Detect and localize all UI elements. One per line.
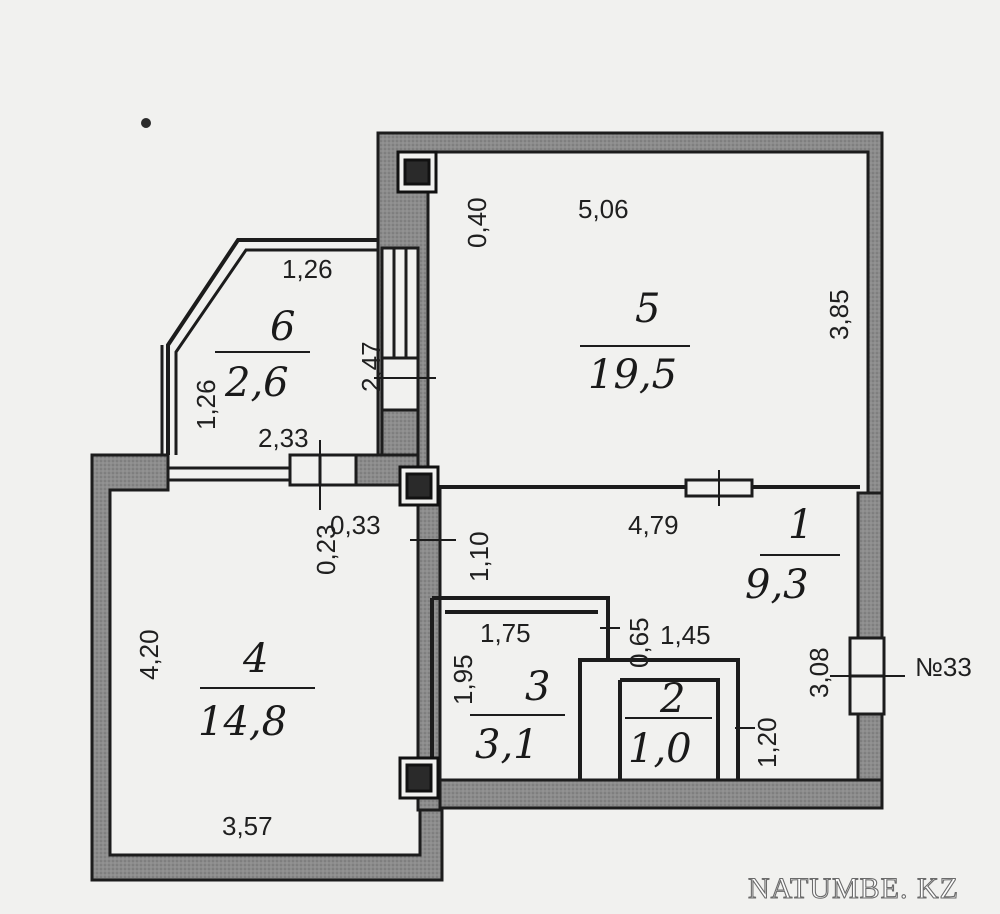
room1-number: 1: [788, 502, 813, 548]
dim-room6-left: 1,26: [191, 379, 221, 430]
room-labels: 5 19,5 6 2,6 4 14,8 1 9,3 3 3,1 2 1,0: [198, 286, 813, 772]
dim-room3-top: 1,75: [480, 618, 531, 648]
room4-top-opening: [288, 453, 358, 487]
dim-room1-right: 3,08: [804, 647, 834, 698]
dim-room3-left: 1,95: [448, 654, 478, 705]
room2-area: 1,0: [628, 726, 692, 772]
stray-dot: [141, 118, 151, 128]
watermark: NATUMBE. KZ: [748, 872, 959, 905]
dim-wc-gap: 0,65: [624, 617, 654, 668]
room5-wall: [376, 131, 884, 495]
dim-wc-top: 1,45: [660, 620, 711, 650]
room1-area: 9,3: [745, 562, 809, 608]
dim-room4-left: 4,20: [134, 629, 164, 680]
dim-room6-top: 1,26: [282, 254, 333, 284]
dim-corridor-width: 1,10: [464, 531, 494, 582]
room3-area: 3,1: [475, 722, 539, 768]
interior-walls: [160, 238, 860, 780]
room5-number: 5: [635, 286, 660, 332]
columns: [396, 150, 440, 800]
room6-number: 6: [270, 304, 295, 350]
dim-corridor-gap2: 0,33: [330, 510, 381, 540]
room6-window: [380, 246, 420, 457]
dim-room6-right: 2,47: [356, 341, 386, 392]
room6-area: 2,6: [224, 360, 289, 406]
dim-ticks: [200, 345, 840, 729]
entrance-door: [830, 636, 905, 716]
dim-room2-right: 1,20: [752, 717, 782, 768]
dim-corridor-gap: 0,23: [311, 524, 341, 575]
apartment-number: №33: [915, 652, 972, 682]
dim-room1-top: 4,79: [628, 510, 679, 540]
room5-area: 19,5: [588, 352, 677, 398]
dim-room5-top: 5,06: [578, 194, 629, 224]
dim-room5-left: 0,40: [462, 197, 492, 248]
room2-number: 2: [659, 676, 685, 722]
room4-area: 14,8: [198, 699, 287, 745]
room5-door: [684, 470, 754, 506]
dim-room6-bottom: 2,33: [258, 423, 309, 453]
room4-number: 4: [242, 636, 268, 682]
room4-wall: [90, 453, 444, 882]
walls: [90, 131, 884, 882]
bottom-wall: [438, 778, 884, 810]
dim-room4-bottom: 3,57: [222, 811, 273, 841]
room3-number: 3: [525, 664, 550, 710]
dimension-labels: 5,06 3,85 0,40 1,26 1,26 2,47 2,33 0,23 …: [134, 194, 854, 841]
dim-room5-right: 3,85: [824, 289, 854, 340]
